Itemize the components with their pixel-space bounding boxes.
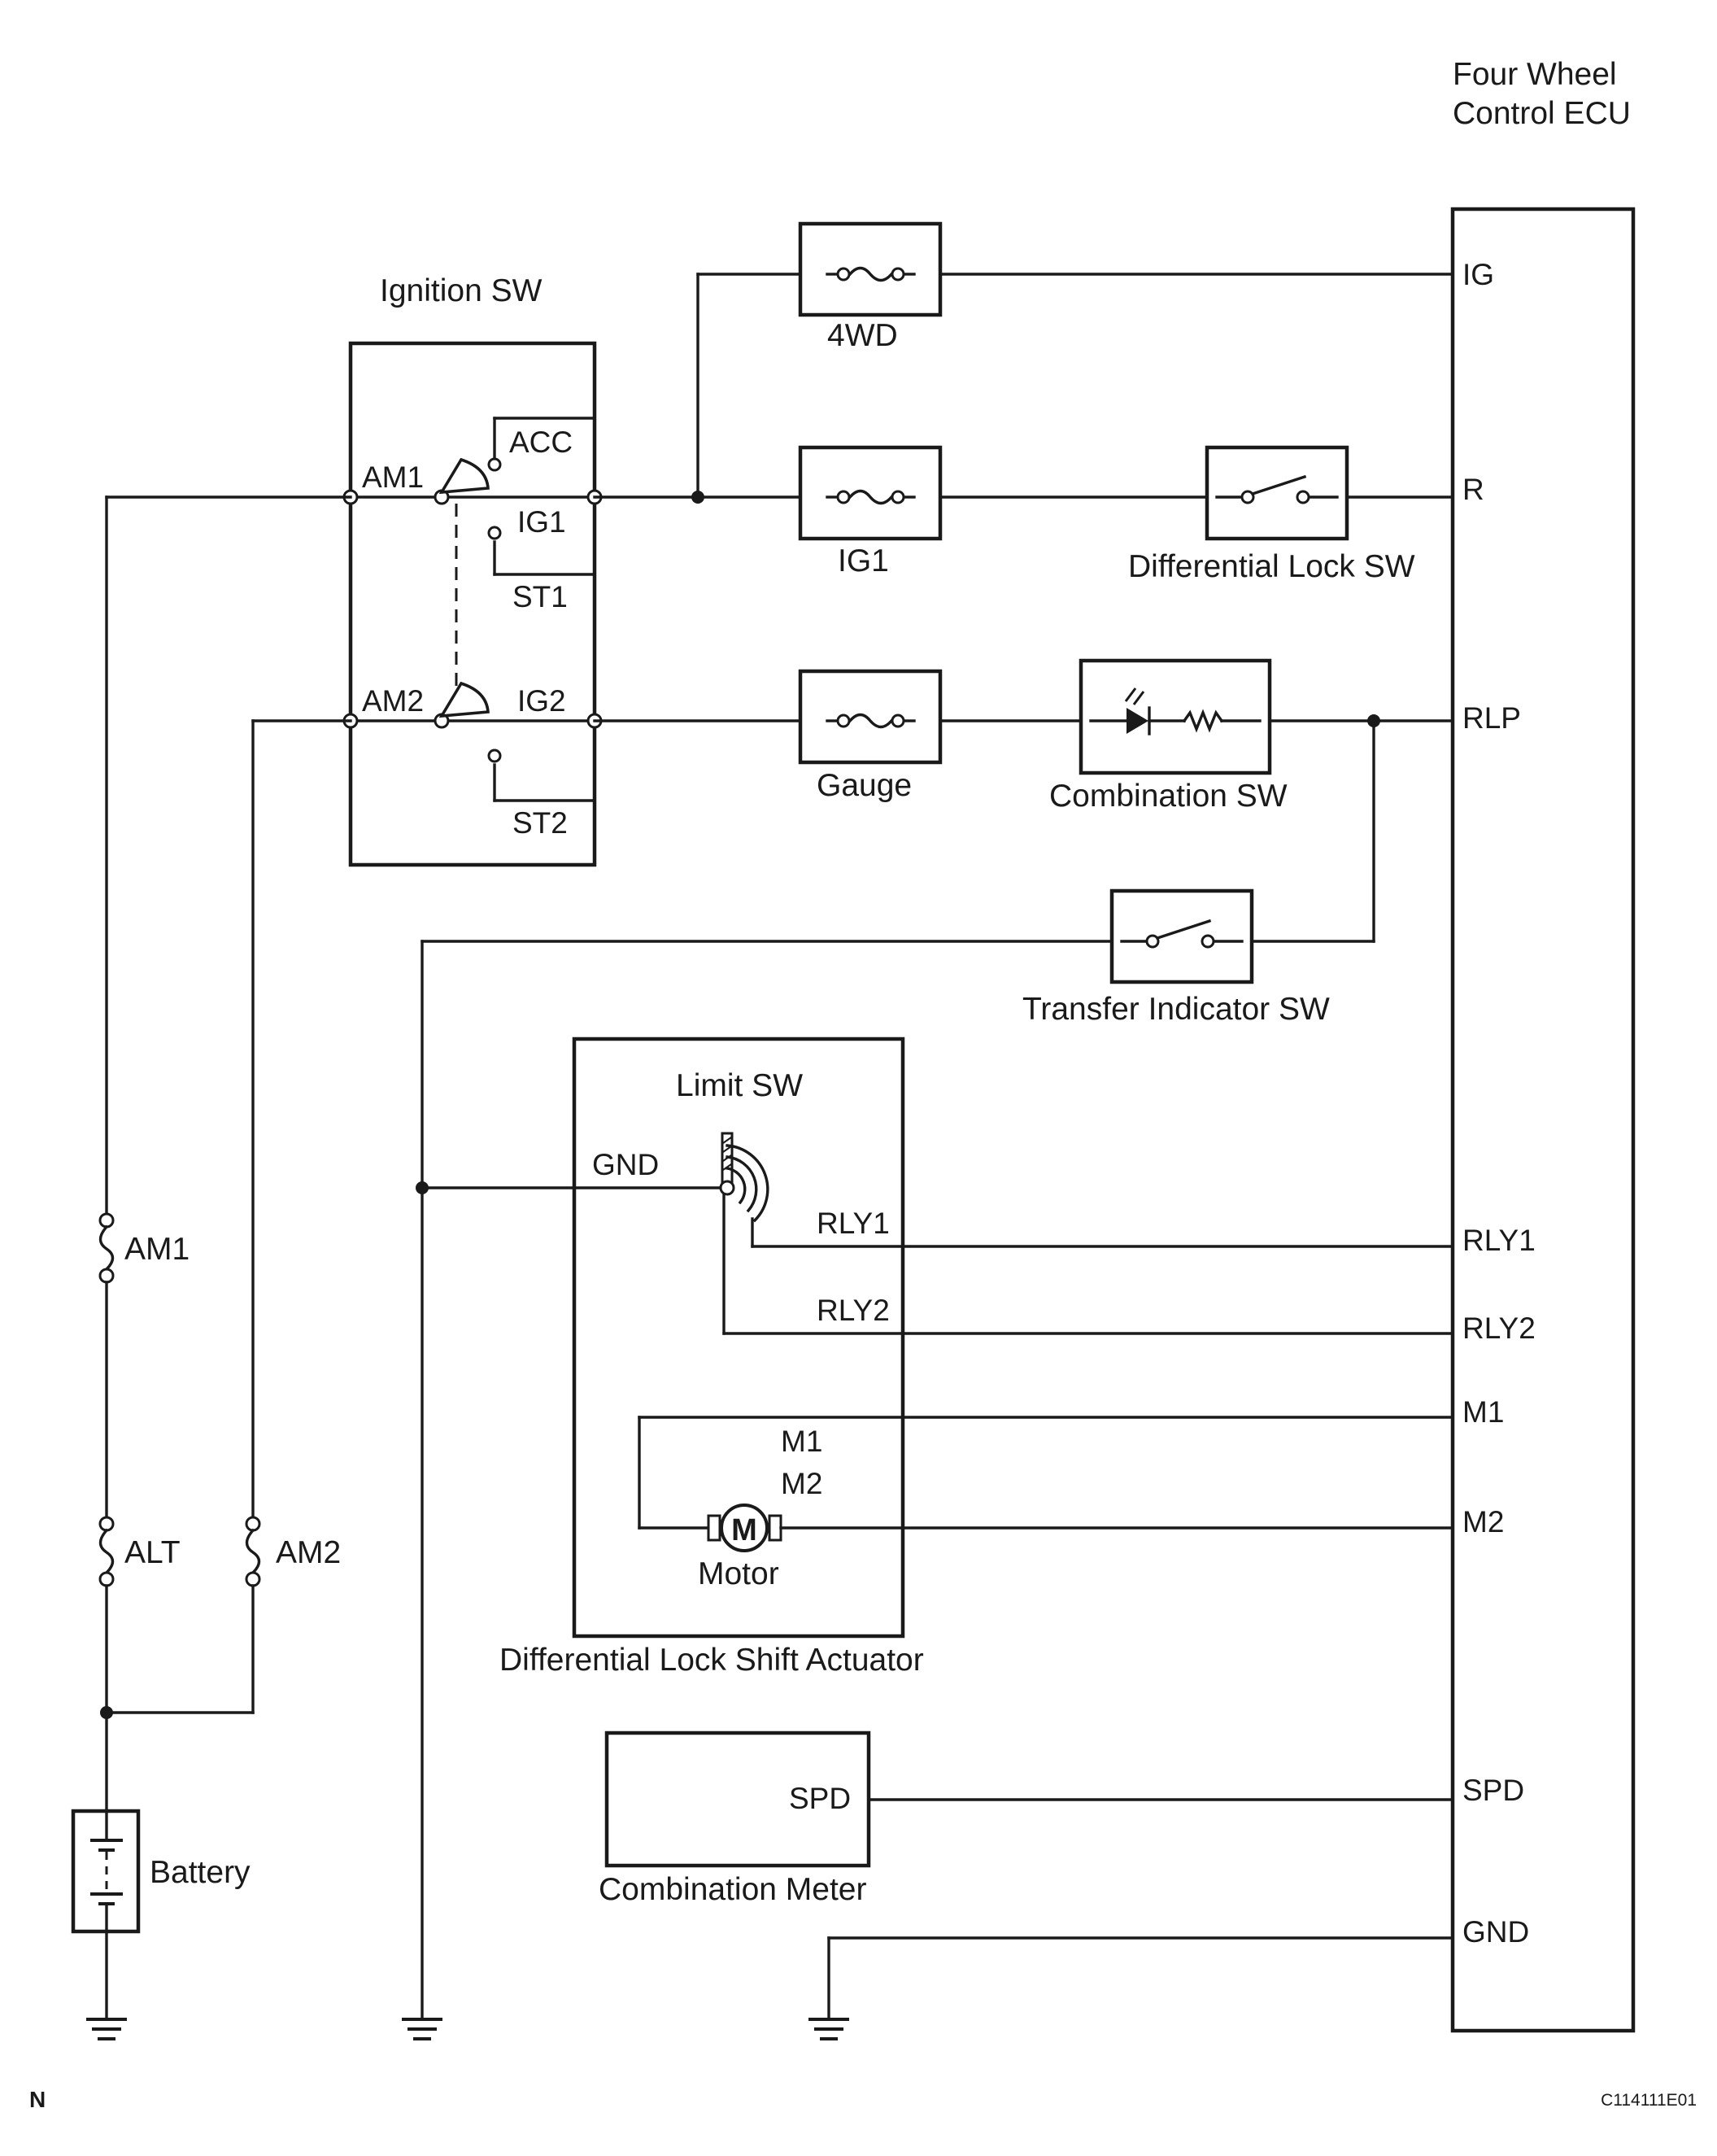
ecu-pin-m1: M1 <box>1462 1395 1504 1429</box>
ignition-ig1-label: IG1 <box>517 505 566 539</box>
fuse-ig1-box <box>798 445 943 541</box>
combination-meter-title: Combination Meter <box>599 1872 866 1907</box>
ecu-pin-r: R <box>1462 473 1484 506</box>
fuse-am2-label: AM2 <box>276 1535 341 1570</box>
ecu-box <box>1450 207 1636 2033</box>
ignition-sw-box <box>348 341 597 867</box>
ecu-pin-m2: M2 <box>1462 1505 1504 1538</box>
transfer-indicator-sw-box <box>1109 888 1254 984</box>
ground-icon <box>402 2018 442 2040</box>
acc-contact <box>487 457 502 472</box>
differential-lock-sw-box <box>1205 445 1349 541</box>
ecu-pin-spd: SPD <box>1462 1774 1524 1807</box>
ignition-switch: Ignition SW AM1 AM2 ACC IG1 ST1 <box>342 273 603 867</box>
limit-sw-label: Limit SW <box>676 1068 803 1103</box>
limit-sw-track-outer <box>726 1144 769 1223</box>
fuse-alt-icon <box>98 1528 115 1575</box>
fuse-gauge-label: Gauge <box>817 768 912 803</box>
battery-label: Battery <box>150 1855 251 1890</box>
ignition-acc-label: ACC <box>509 426 573 459</box>
fuse-ig1-label: IG1 <box>838 543 889 578</box>
st2-contact <box>487 748 502 763</box>
ecu-pin-ig: IG <box>1462 258 1494 291</box>
ig-junction <box>691 491 704 504</box>
upper-wiring: 4WD IG1 Differential Lock SW Gauge <box>416 221 1454 2019</box>
ecu-pin-gnd: GND <box>1462 1915 1529 1949</box>
ignition-am2-label: AM2 <box>362 684 424 718</box>
ground-icon <box>86 2018 127 2040</box>
ecu-ground-wiring <box>827 1936 1454 2019</box>
resistor-icon <box>1182 709 1224 733</box>
ig1-contact <box>487 526 502 540</box>
fuse-am2-icon <box>245 1528 261 1575</box>
corner-code-right: C114111E01 <box>1601 2091 1697 2110</box>
fuse-gauge-box <box>798 669 943 765</box>
actuator-rly1-label: RLY1 <box>817 1207 890 1240</box>
motor-icon <box>720 1504 769 1552</box>
ecu-pin-rly2: RLY2 <box>1462 1311 1536 1345</box>
fuse-am1-label: AM1 <box>124 1232 190 1267</box>
combination-meter-spd-label: SPD <box>789 1782 851 1815</box>
actuator-m2-label: M2 <box>781 1467 822 1500</box>
corner-code-left: N <box>29 2087 46 2112</box>
ignition-am1-label: AM1 <box>362 460 424 494</box>
led-icon <box>1127 708 1148 734</box>
ecu-title-line2: Control ECU <box>1453 96 1631 131</box>
ground-icon <box>808 2018 849 2040</box>
actuator-rly2-label: RLY2 <box>817 1294 890 1327</box>
ignition-st1-label: ST1 <box>512 580 568 613</box>
fuse-4wd-label: 4WD <box>827 318 898 353</box>
actuator-title: Differential Lock Shift Actuator <box>499 1643 924 1678</box>
combination-sw-label: Combination SW <box>1049 779 1288 814</box>
motor-label: Motor <box>698 1556 779 1591</box>
combination-meter: SPD Combination Meter <box>599 1730 1454 1907</box>
actuator-gnd-label: GND <box>592 1148 659 1181</box>
actuator-box <box>572 1037 905 1639</box>
motor-symbol: M <box>731 1513 757 1547</box>
fuse-am1-icon <box>98 1224 115 1272</box>
ecu-pin-rly1: RLY1 <box>1462 1224 1536 1257</box>
am2-wiper <box>438 681 490 718</box>
ignition-sw-title: Ignition SW <box>380 273 543 308</box>
am1-wiper <box>438 457 490 495</box>
fuse-alt-label: ALT <box>124 1535 181 1570</box>
battery-wiring: AM1 ALT AM2 Battery <box>71 495 352 2019</box>
fuse-4wd-box <box>798 221 943 317</box>
differential-lock-sw-label: Differential Lock SW <box>1128 549 1415 584</box>
differential-lock-shift-actuator: Differential Lock Shift Actuator Limit S… <box>421 1037 1454 1678</box>
battery-junction <box>100 1706 113 1719</box>
ignition-ig2-label: IG2 <box>517 684 566 718</box>
ecu-pin-rlp: RLP <box>1462 701 1521 735</box>
ecu-title-line1: Four Wheel <box>1453 57 1617 92</box>
actuator-m1-label: M1 <box>781 1425 822 1458</box>
four-wheel-control-ecu: Four Wheel Control ECU IG R RLP RLY1 RLY… <box>1450 57 1636 2033</box>
ground-symbols <box>86 2018 849 2040</box>
transfer-indicator-sw-label: Transfer Indicator SW <box>1022 992 1330 1027</box>
combination-sw-box <box>1079 658 1272 775</box>
ignition-st2-label: ST2 <box>512 806 568 840</box>
